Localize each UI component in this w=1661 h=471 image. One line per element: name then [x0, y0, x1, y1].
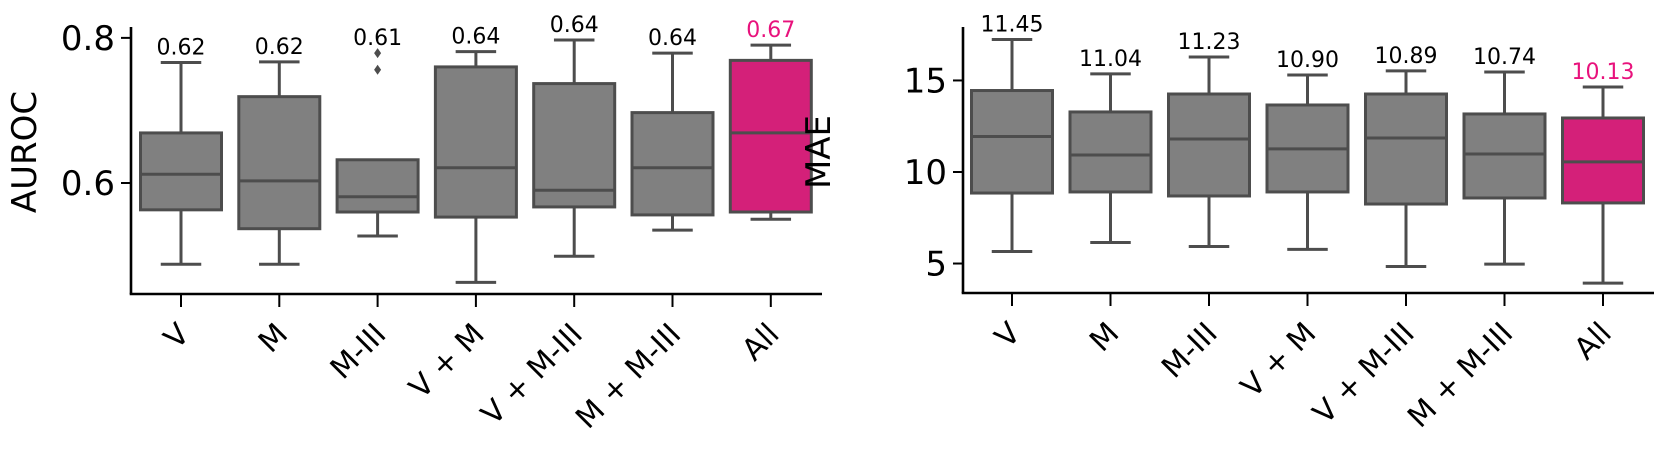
- mean-annotation: 11.04: [1079, 47, 1142, 72]
- mean-annotation: 11.45: [981, 12, 1044, 37]
- outlier-marker: [374, 48, 382, 59]
- x-tick-label: M + M-III: [1401, 316, 1520, 435]
- x-tick-label: M-III: [324, 317, 393, 386]
- iqr-box: [728, 58, 813, 214]
- iqr-box: [532, 82, 617, 209]
- iqr-box: [237, 95, 322, 231]
- iqr-box: [630, 111, 715, 217]
- iqr-box: [1462, 112, 1547, 200]
- x-tick-label: V: [988, 316, 1028, 356]
- x-tick-label: All: [1568, 316, 1619, 367]
- x-tick-label: All: [735, 317, 786, 368]
- mean-annotation: 0.61: [353, 26, 402, 51]
- y-tick-label: 0.6: [61, 164, 115, 204]
- y-tick-label: 5: [925, 245, 947, 285]
- box-all: 0.67: [728, 18, 813, 221]
- mean-annotation: 0.62: [157, 36, 206, 61]
- mean-annotation: 0.67: [746, 18, 795, 43]
- mean-annotation: 11.23: [1178, 30, 1241, 55]
- x-tick-label: V: [157, 317, 197, 357]
- outlier-marker: [374, 64, 382, 75]
- y-tick-label: 0.8: [61, 19, 115, 59]
- box-m-iii: 0.61: [335, 26, 420, 238]
- iqr-box: [1167, 92, 1251, 198]
- box-m+m-iii: 10.74: [1462, 45, 1547, 266]
- iqr-box: [335, 158, 420, 214]
- iqr-box: [433, 65, 518, 219]
- box-v+m: 10.90: [1265, 48, 1350, 251]
- box-v+m: 0.64: [433, 25, 518, 284]
- box-all: 10.13: [1561, 60, 1645, 285]
- iqr-box: [970, 89, 1054, 195]
- box-m-iii: 11.23: [1167, 30, 1251, 249]
- mean-annotation: 0.62: [255, 35, 304, 60]
- y-tick-label: 10: [904, 153, 947, 193]
- box-v+m-iii: 0.64: [532, 13, 617, 258]
- box-v+m-iii: 10.89: [1364, 44, 1448, 268]
- x-tick-label: M + M-III: [569, 317, 688, 436]
- box-v: 11.45: [970, 12, 1054, 253]
- y-axis-label: AUROC: [5, 91, 45, 213]
- x-tick-label: M: [1083, 316, 1126, 359]
- mean-annotation: 10.89: [1375, 44, 1438, 69]
- box-m+m-iii: 0.64: [630, 26, 715, 232]
- mean-annotation: 10.74: [1473, 45, 1536, 70]
- mean-annotation: 0.64: [451, 25, 500, 50]
- box-m: 0.62: [237, 35, 322, 266]
- iqr-box: [1364, 92, 1448, 206]
- mean-annotation: 10.90: [1276, 48, 1339, 73]
- mean-annotation: 10.13: [1572, 60, 1635, 85]
- x-tick-label: M: [252, 317, 295, 360]
- x-tick-label: V + M: [1234, 316, 1323, 405]
- y-tick-label: 15: [904, 61, 947, 101]
- mean-annotation: 0.64: [648, 26, 697, 51]
- iqr-box: [1068, 110, 1153, 194]
- x-tick-label: V + M: [403, 317, 492, 406]
- iqr-box: [139, 131, 223, 212]
- mean-annotation: 0.64: [550, 13, 599, 38]
- y-axis-label: MAE: [799, 115, 839, 189]
- x-tick-label: M-III: [1155, 316, 1224, 385]
- box-v: 0.62: [139, 36, 223, 266]
- box-m: 11.04: [1068, 47, 1153, 244]
